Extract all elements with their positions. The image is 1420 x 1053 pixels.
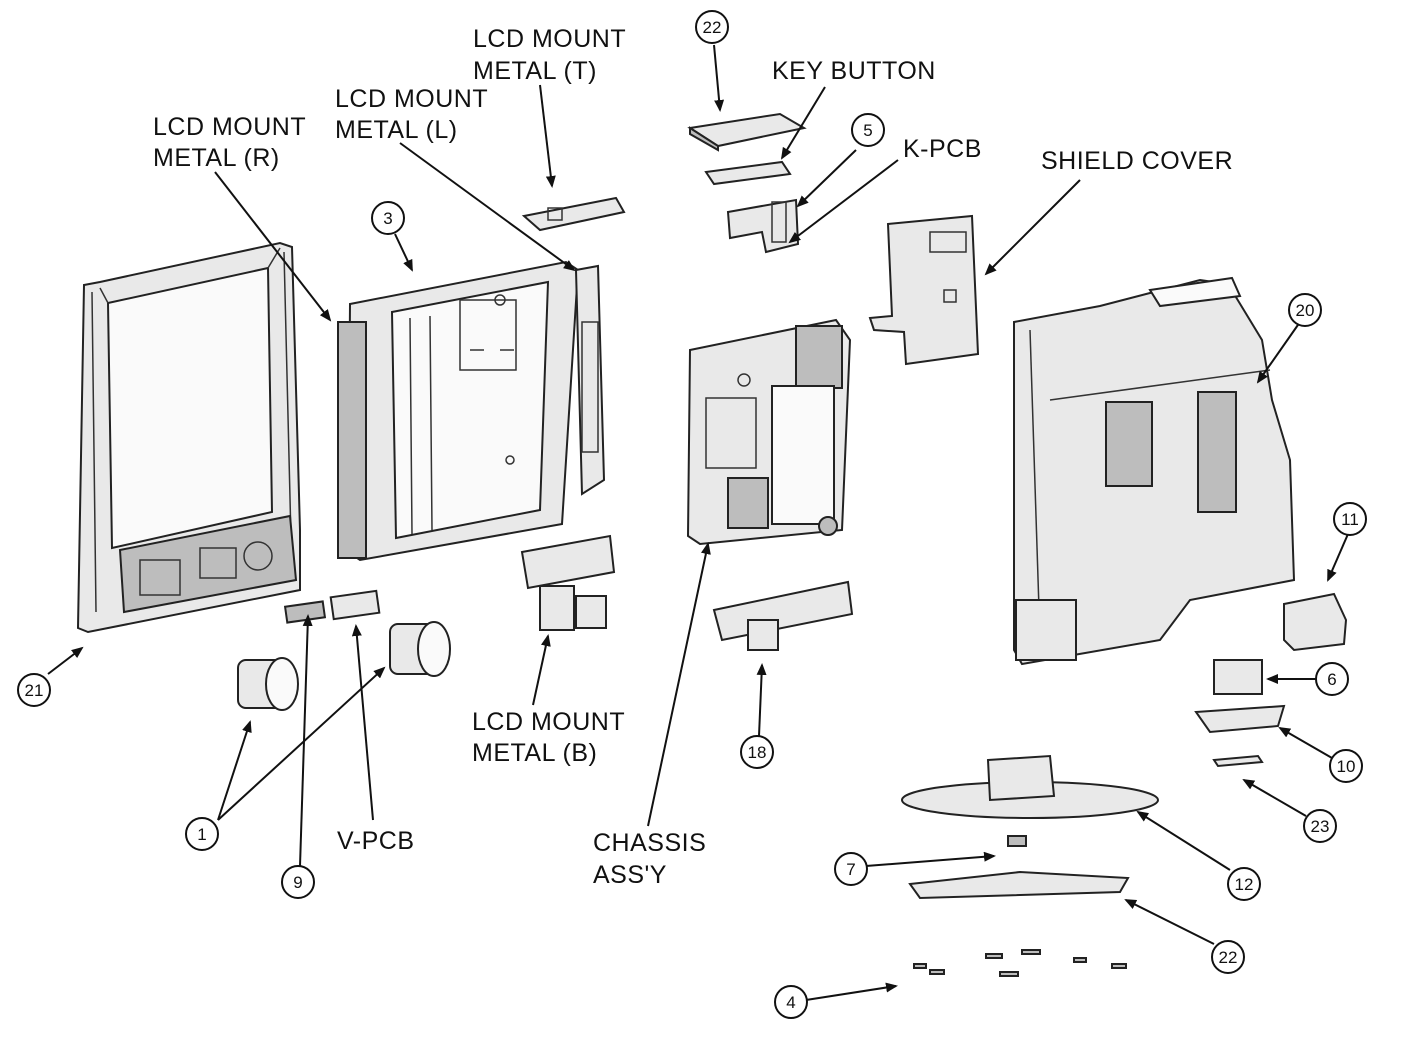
svg-text:10: 10 xyxy=(1337,757,1356,776)
label-chassis-assy-line1: CHASSIS xyxy=(593,829,707,857)
label-lcd-mount-metal-r-line2: METAL (R) xyxy=(153,144,280,172)
callout-6: 6 xyxy=(1315,662,1349,696)
label-lcd-mount-metal-l-line2: METAL (L) xyxy=(335,116,458,144)
label-shield-cover: SHIELD COVER xyxy=(1041,147,1234,175)
callout-4: 4 xyxy=(774,985,808,1019)
svg-text:22: 22 xyxy=(1219,948,1238,967)
callout-22-top: 22 xyxy=(695,10,729,44)
label-key-button: KEY BUTTON xyxy=(772,57,936,85)
callout-20: 20 xyxy=(1288,293,1322,327)
callout-9: 9 xyxy=(281,865,315,899)
key-button-parts xyxy=(687,112,807,254)
callout-11: 11 xyxy=(1333,502,1367,536)
callout-12: 12 xyxy=(1227,867,1261,901)
svg-text:9: 9 xyxy=(293,873,302,892)
leader-lines xyxy=(47,44,1349,1001)
label-lcd-mount-metal-t-line2: METAL (T) xyxy=(473,57,597,85)
lcd-mount-metal-t-part xyxy=(521,196,626,232)
stand-neck-parts xyxy=(1194,659,1286,768)
chassis-assy-part xyxy=(686,318,852,546)
label-lcd-mount-metal-b-line2: METAL (B) xyxy=(472,739,598,767)
front-bezel-part xyxy=(76,241,301,634)
label-v-pcb: V-PCB xyxy=(337,827,415,855)
svg-text:1: 1 xyxy=(197,825,206,844)
v-pcb-part xyxy=(283,589,381,624)
callout-10: 10 xyxy=(1329,749,1363,783)
callout-22-bottom: 22 xyxy=(1211,940,1245,974)
bracket-18-part xyxy=(712,580,854,651)
label-k-pcb: K-PCB xyxy=(903,135,982,163)
callout-7: 7 xyxy=(834,852,868,886)
svg-text:21: 21 xyxy=(25,681,44,700)
svg-text:11: 11 xyxy=(1341,510,1359,529)
svg-text:22: 22 xyxy=(703,18,722,37)
speaker-parts xyxy=(237,621,451,711)
label-lcd-mount-metal-t-line1: LCD MOUNT xyxy=(473,25,627,53)
svg-text:23: 23 xyxy=(1311,817,1330,836)
label-chassis-assy-line2: ASS'Y xyxy=(593,861,667,889)
back-cover-part xyxy=(1013,276,1296,666)
svg-text:6: 6 xyxy=(1327,670,1336,689)
svg-text:4: 4 xyxy=(786,993,795,1012)
svg-text:3: 3 xyxy=(383,209,392,228)
callout-18: 18 xyxy=(740,735,774,769)
shield-cover-part xyxy=(868,214,980,366)
stand-base-part xyxy=(901,754,1159,900)
label-lcd-mount-metal-l-line1: LCD MOUNT xyxy=(335,85,489,113)
label-lcd-mount-metal-r-line1: LCD MOUNT xyxy=(153,113,307,141)
lcd-mount-metal-b-part xyxy=(520,534,616,631)
svg-text:12: 12 xyxy=(1235,875,1254,894)
lcd-mount-metal-l-part xyxy=(574,264,606,496)
callout-23: 23 xyxy=(1303,809,1337,843)
lcd-panel-part xyxy=(337,260,580,562)
svg-text:20: 20 xyxy=(1296,301,1315,320)
callout-3: 3 xyxy=(371,201,405,235)
screws-4-part xyxy=(913,949,1127,977)
svg-text:7: 7 xyxy=(846,860,855,879)
callout-1: 1 xyxy=(185,817,219,851)
label-lcd-mount-metal-b-line1: LCD MOUNT xyxy=(472,708,626,736)
part-11 xyxy=(1283,592,1348,652)
callout-21: 21 xyxy=(17,673,51,707)
svg-text:5: 5 xyxy=(863,121,872,140)
callout-5: 5 xyxy=(851,113,885,147)
svg-text:18: 18 xyxy=(748,743,767,762)
